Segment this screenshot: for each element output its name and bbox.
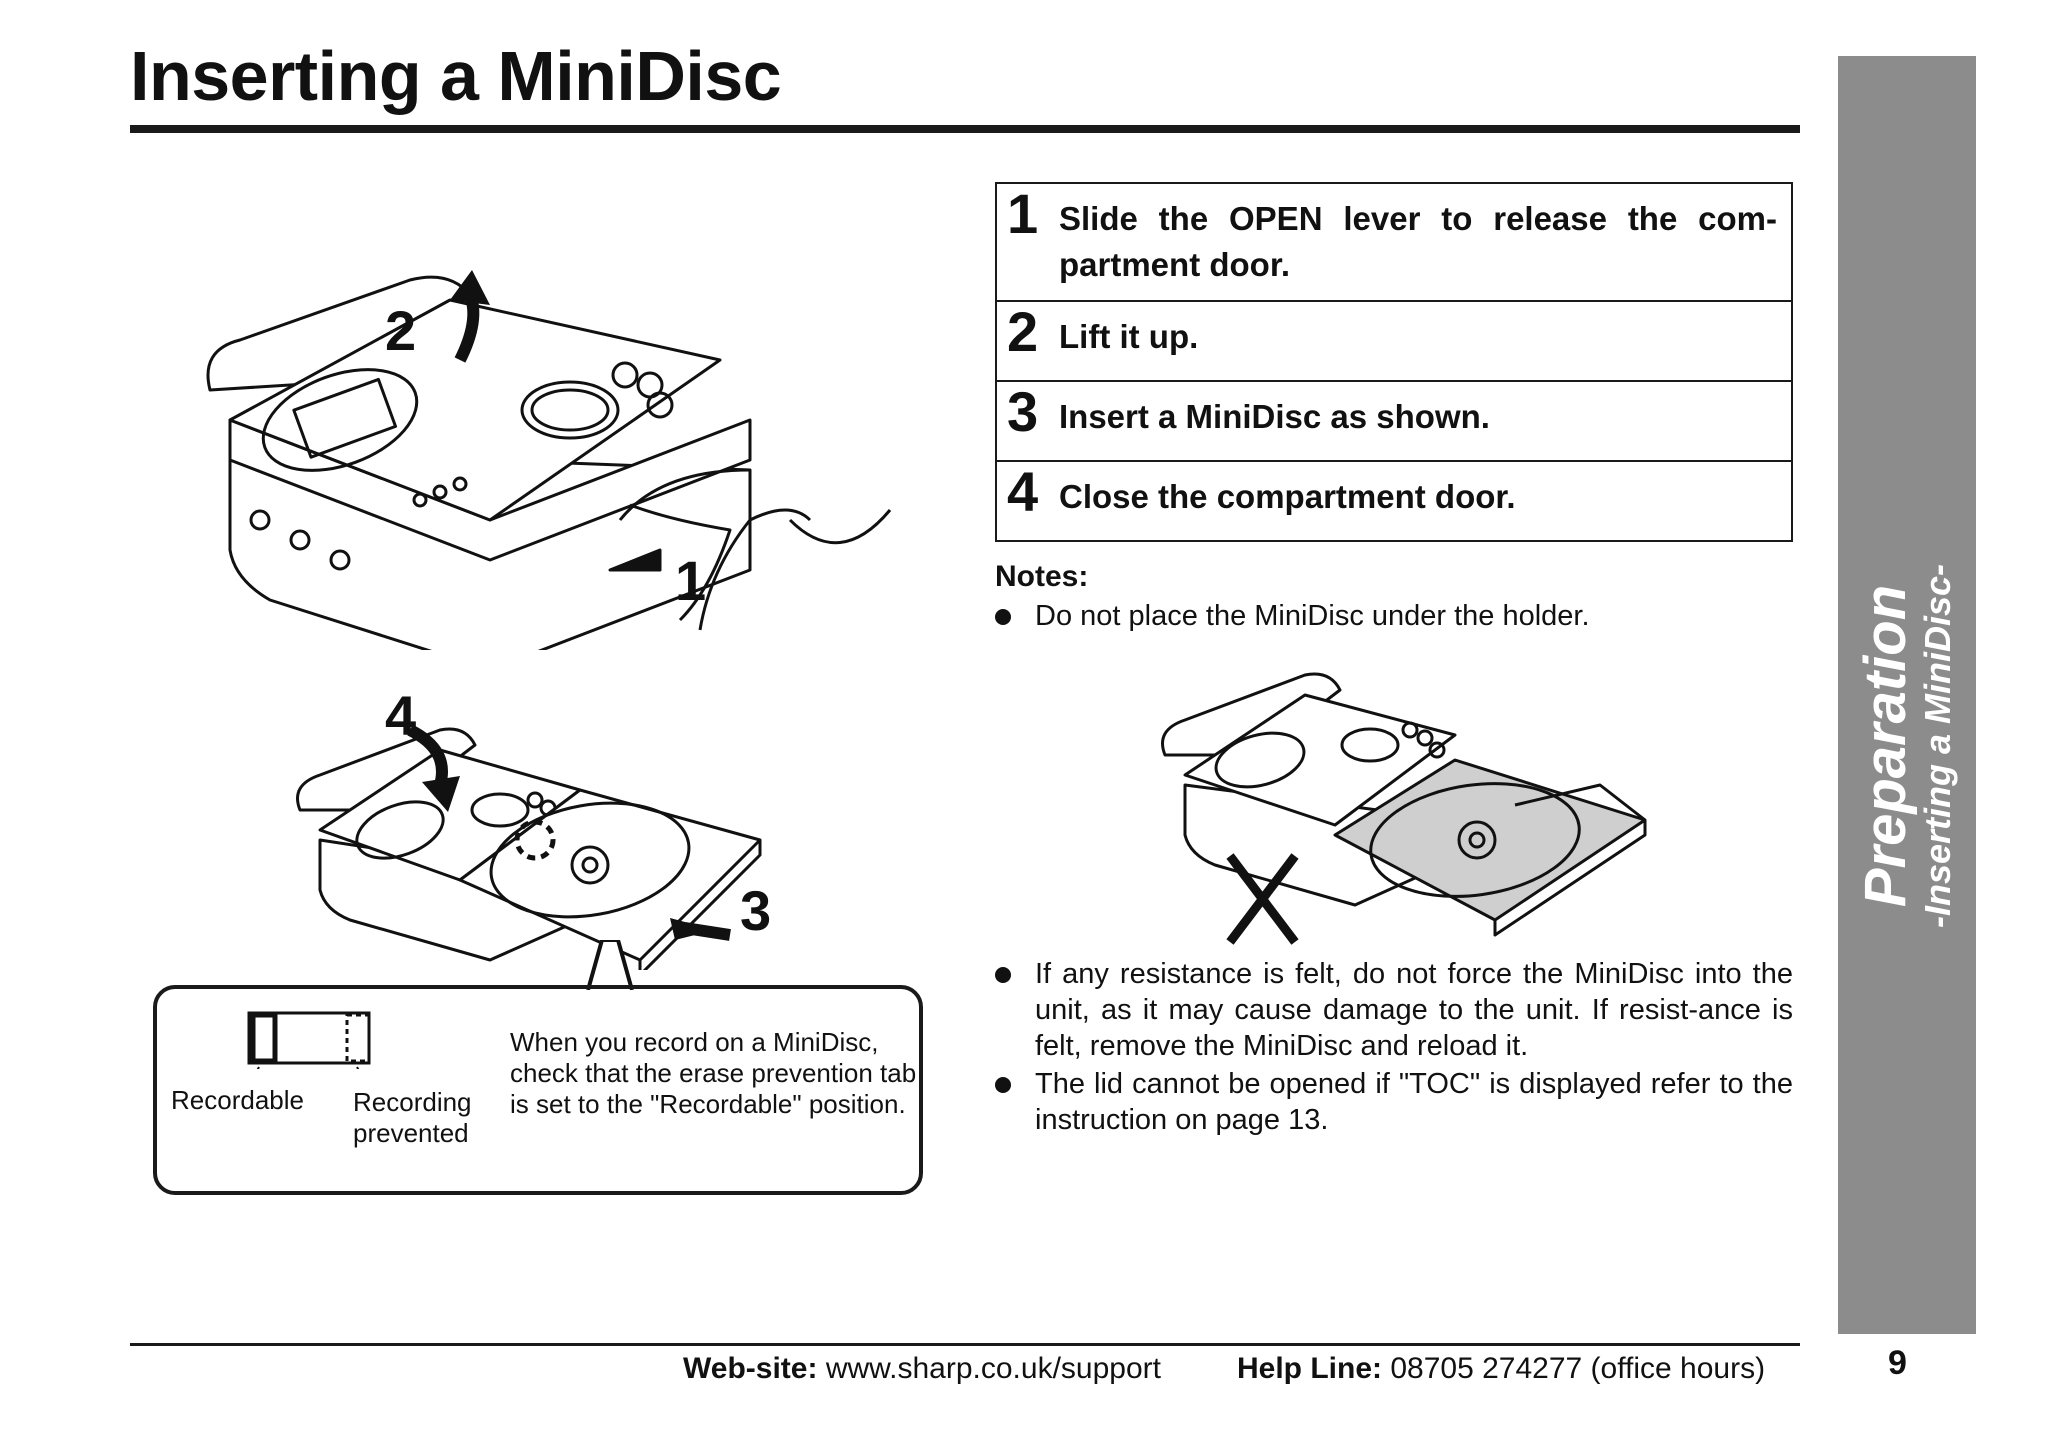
note-item: If any resistance is felt, do not force …	[995, 956, 1793, 1066]
website-label: Web-site:	[683, 1352, 818, 1385]
callout-step-2: 2	[385, 299, 416, 362]
side-tab-subsection: -Inserting a MiniDisc-	[1917, 563, 1958, 929]
footer-divider	[130, 1343, 1800, 1346]
step-number: 2	[1007, 300, 1039, 363]
box-pointer	[586, 940, 634, 990]
step-text: Close the compartment door.	[1059, 478, 1516, 515]
step-number: 1	[1007, 182, 1039, 245]
recording-prevented-label: Recording prevented	[353, 1087, 472, 1148]
step-number: 3	[1007, 380, 1039, 443]
callout-step-4: 4	[385, 690, 416, 747]
recordable-label: Recordable	[171, 1085, 304, 1115]
note-text: The lid cannot be opened if "TOC" is dis…	[1035, 1068, 1793, 1136]
erase-tab-diagram	[247, 1011, 371, 1069]
note-item: The lid cannot be opened if "TOC" is dis…	[995, 1066, 1793, 1140]
erase-prevention-tab-box: Recordable Recording prevented When you …	[153, 985, 923, 1195]
footer-website: Web-site: www.sharp.co.uk/support	[683, 1352, 1161, 1386]
note-item: Do not place the MiniDisc under the hold…	[995, 598, 1793, 638]
helpline-number: 08705 274277 (office hours)	[1390, 1352, 1766, 1385]
title-divider	[130, 125, 1800, 133]
page-title: Inserting a MiniDisc	[130, 37, 782, 115]
step-row: 1 Slide the OPEN lever to release the co…	[997, 184, 1791, 302]
step-text: Slide the OPEN lever to release the com-…	[1059, 200, 1777, 283]
bullet-icon	[995, 1077, 1011, 1093]
step-number: 4	[1007, 460, 1039, 523]
insert-disc-illustration: 4 3	[296, 690, 771, 970]
note-text: If any resistance is felt, do not force …	[1035, 958, 1793, 1062]
callout-step-1: 1	[675, 549, 706, 612]
wrong-placement-illustration	[1161, 672, 1647, 945]
note-text: Do not place the MiniDisc under the hold…	[1035, 600, 1590, 632]
step-row: 4 Close the compartment door.	[997, 462, 1791, 542]
footer-helpline: Help Line: 08705 274277 (office hours)	[1237, 1352, 1765, 1386]
step-text: Lift it up.	[1059, 318, 1199, 355]
erase-prevention-note: When you record on a MiniDisc, check tha…	[510, 1027, 917, 1119]
section-side-tab: Preparation -Inserting a MiniDisc-	[1838, 56, 1976, 1334]
page-number: 9	[1888, 1344, 1907, 1382]
callout-step-3: 3	[740, 879, 771, 942]
website-link[interactable]: www.sharp.co.uk/support	[825, 1352, 1161, 1385]
helpline-label: Help Line:	[1237, 1352, 1383, 1385]
step-text: Insert a MiniDisc as shown.	[1059, 398, 1490, 435]
side-tab-section: Preparation	[1853, 584, 1918, 908]
step-row: 3 Insert a MiniDisc as shown.	[997, 382, 1791, 462]
open-lever-illustration: 2 1	[206, 270, 892, 650]
step-row: 2 Lift it up.	[997, 302, 1791, 382]
notes-heading: Notes:	[995, 560, 1089, 593]
steps-table: 1 Slide the OPEN lever to release the co…	[995, 182, 1793, 542]
bullet-icon	[995, 609, 1011, 625]
side-tab-text: Preparation -Inserting a MiniDisc-	[1853, 563, 1959, 929]
bullet-icon	[995, 967, 1011, 983]
